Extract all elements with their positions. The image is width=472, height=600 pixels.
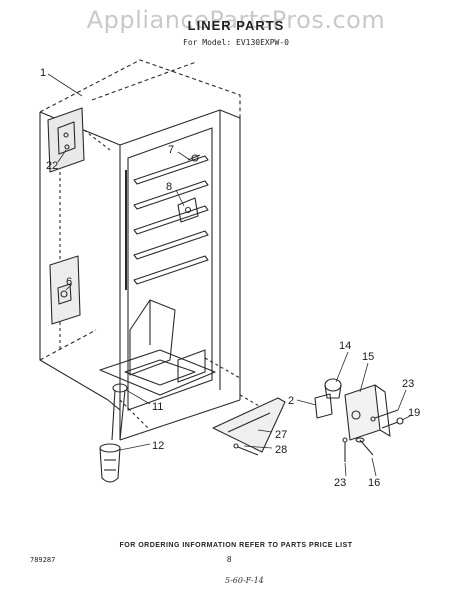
- callout-7: 7: [168, 144, 174, 156]
- side-bracket-6: [49, 255, 81, 325]
- watermark: AppliancePartsPros.com: [86, 6, 386, 34]
- side-bracket-22: [47, 107, 111, 173]
- shelf-rails: [125, 155, 209, 290]
- callout-23-upper: 23: [402, 378, 414, 390]
- drain-cup-12: [99, 443, 121, 483]
- sensor-16: [355, 437, 374, 456]
- callout-1: 1: [40, 67, 46, 79]
- callout-27: 27: [275, 429, 287, 441]
- callout-16: 16: [368, 477, 380, 489]
- callout-19: 19: [408, 407, 420, 419]
- callout-11: 11: [152, 401, 163, 413]
- callout-23-lower: 23: [334, 477, 346, 489]
- control-knob-14: [324, 378, 342, 399]
- document-code: 789287: [30, 556, 56, 564]
- callout-2: 2: [288, 395, 294, 407]
- screw-23-lower: [342, 437, 348, 462]
- callout-labels: 1 7 8 22 6 11 12 2 14 15 23 19 27 28 23 …: [40, 67, 420, 489]
- lower-compartment: [99, 299, 276, 431]
- leader-lines: [47, 73, 411, 477]
- callout-22: 22: [46, 160, 58, 172]
- control-housing-15: [344, 384, 391, 441]
- callout-8: 8: [166, 181, 172, 193]
- drain-fitting-11: [111, 383, 128, 441]
- callout-12: 12: [152, 440, 164, 452]
- diagram-title: LINER PARTS: [187, 18, 285, 33]
- page-number: 8: [227, 555, 232, 564]
- callout-15: 15: [362, 351, 374, 363]
- screw-19: [381, 417, 404, 429]
- clip-2: [314, 393, 333, 419]
- callout-14: 14: [339, 340, 351, 352]
- drain-trough-27: [212, 397, 286, 453]
- bracket-8: [177, 197, 199, 223]
- ordering-note: FOR ORDERING INFORMATION REFER TO PARTS …: [119, 542, 353, 549]
- handwritten-note: 5-60-F-14: [225, 576, 264, 585]
- screw-23-upper: [370, 409, 399, 422]
- callout-6: 6: [66, 276, 72, 288]
- callout-28: 28: [275, 444, 287, 456]
- screw-28: [233, 443, 259, 456]
- model-line: For Model: EV130EXPW-0: [183, 38, 289, 47]
- screw-7: [187, 154, 201, 162]
